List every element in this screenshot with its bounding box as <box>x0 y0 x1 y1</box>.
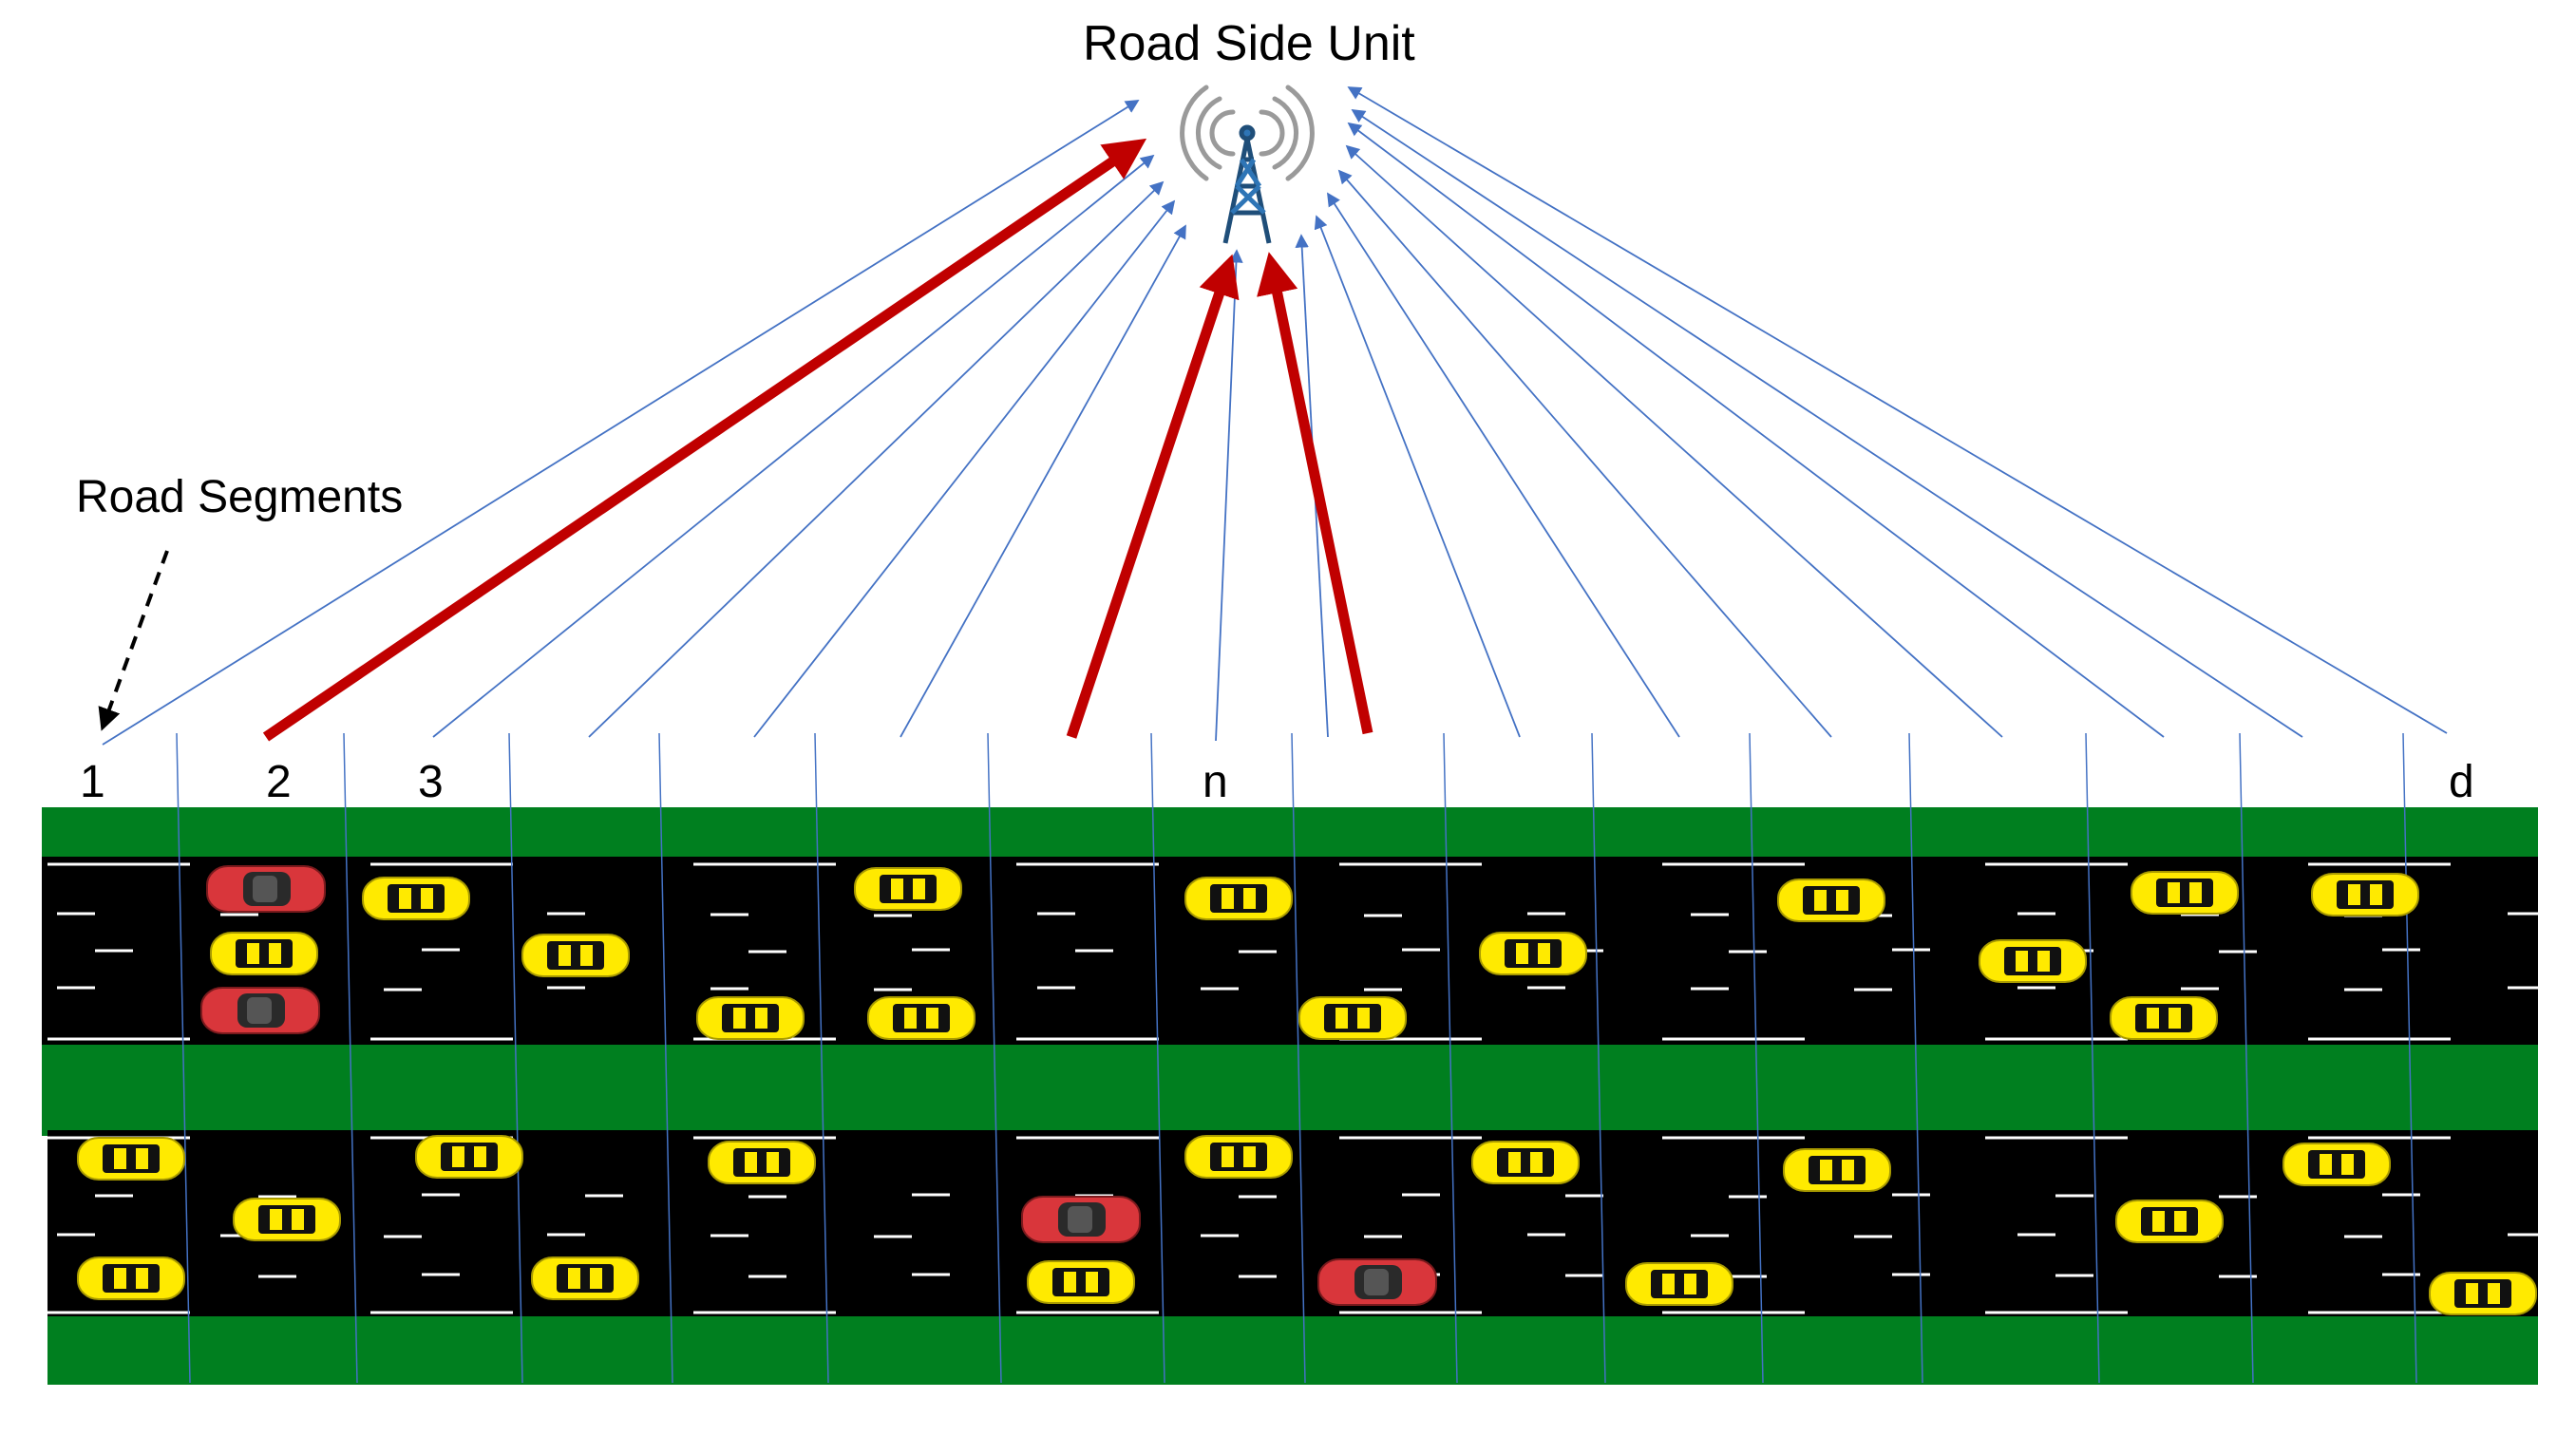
yellow-car-icon <box>77 1256 185 1300</box>
yellow-car-icon <box>1027 1260 1135 1304</box>
yellow-car-icon <box>1783 1148 1891 1192</box>
red-car-icon <box>206 865 326 913</box>
red-link-arrow <box>262 138 1147 742</box>
yellow-car-icon <box>210 932 318 975</box>
yellow-car-icon <box>1298 996 1407 1040</box>
blue-link-arrow <box>588 180 1165 738</box>
yellow-car-icon <box>531 1256 639 1300</box>
segment-number-3: 3 <box>418 757 444 807</box>
blue-link-arrow <box>432 154 1155 738</box>
segment-dividers <box>176 732 2417 1384</box>
red-car-icon <box>1021 1196 1141 1243</box>
yellow-car-icon <box>1479 932 1587 975</box>
communication-links <box>102 86 2448 746</box>
yellow-car-icon <box>708 1141 816 1184</box>
yellow-car-icon <box>362 877 470 920</box>
yellow-car-icon <box>1184 1135 1293 1179</box>
segment-divider <box>1443 732 1458 1384</box>
blue-link-arrow <box>1215 249 1243 742</box>
blue-link-arrow <box>1327 192 1680 738</box>
segment-divider <box>814 732 829 1384</box>
blue-link-arrow <box>1345 144 2003 738</box>
yellow-car-icon <box>521 934 630 977</box>
segment-divider <box>1150 732 1165 1384</box>
blue-link-arrow <box>102 100 1140 746</box>
segment-divider <box>658 732 673 1384</box>
yellow-car-icon <box>233 1198 341 1241</box>
red-link-arrow <box>1066 254 1240 739</box>
wireless-signal-icon <box>1180 85 1315 181</box>
segment-divider <box>343 732 358 1384</box>
segment-divider <box>2085 732 2100 1384</box>
blue-link-arrow <box>753 199 1176 738</box>
red-link-arrow <box>1257 252 1373 735</box>
segment-divider <box>2239 732 2254 1384</box>
blue-link-arrow <box>1314 215 1521 738</box>
yellow-car-icon <box>415 1135 523 1179</box>
yellow-car-icon <box>1184 877 1293 920</box>
grass-strip-bottom <box>47 1316 2538 1385</box>
red-car-icon <box>200 987 320 1034</box>
yellow-car-icon <box>2282 1143 2391 1186</box>
segment-divider <box>2402 732 2417 1384</box>
segment-number-n: n <box>1203 757 1228 807</box>
yellow-car-icon <box>1625 1262 1733 1306</box>
road-side-unit-label: Road Side Unit <box>1083 16 1415 71</box>
blue-link-arrow <box>1347 86 2448 734</box>
segment-divider <box>987 732 1002 1384</box>
blue-link-arrow <box>1351 109 2303 738</box>
yellow-car-icon <box>2131 871 2239 915</box>
segment-divider <box>176 732 191 1384</box>
yellow-car-icon <box>2110 996 2218 1040</box>
segment-divider <box>1591 732 1606 1384</box>
yellow-car-icon <box>1777 879 1885 922</box>
segment-number-d: d <box>2449 757 2474 807</box>
roadway <box>42 807 2546 1385</box>
segment-divider <box>1749 732 1764 1384</box>
yellow-car-icon <box>77 1137 185 1181</box>
yellow-car-icon <box>2115 1200 2224 1243</box>
blue-link-arrow <box>1347 122 2165 738</box>
yellow-car-icon <box>1471 1141 1580 1184</box>
segment-number-2: 2 <box>266 757 292 807</box>
red-car-icon <box>1317 1258 1437 1306</box>
antenna-tower-icon <box>1222 124 1272 244</box>
segment-number-1: 1 <box>80 757 105 807</box>
yellow-car-icon <box>2429 1272 2537 1315</box>
yellow-car-icon <box>1979 939 2087 983</box>
segment-divider <box>508 732 523 1384</box>
road-side-unit <box>1180 85 1315 244</box>
road-segments-label: Road Segments <box>76 472 404 522</box>
yellow-car-icon <box>854 867 962 911</box>
blue-link-arrow <box>900 224 1186 738</box>
segment-divider <box>1291 732 1306 1384</box>
grass-strip-middle <box>42 1045 2538 1136</box>
segments-pointer-arrow <box>98 550 169 731</box>
yellow-car-icon <box>2311 873 2419 916</box>
yellow-car-icon <box>867 996 975 1040</box>
yellow-car-icon <box>696 996 805 1040</box>
blue-link-arrow <box>1337 169 1832 738</box>
segment-divider <box>1908 732 1923 1384</box>
